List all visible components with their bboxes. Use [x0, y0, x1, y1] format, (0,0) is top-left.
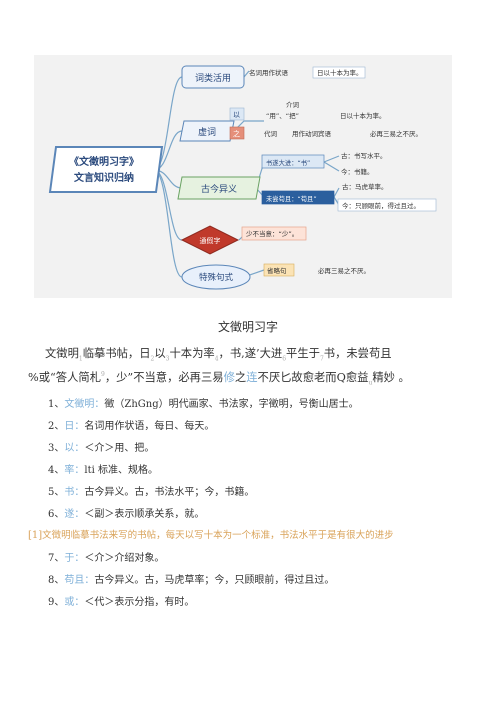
branch-word-class — [181, 65, 245, 89]
leaf-7: 今：只顾眼前，得过且过。 — [342, 201, 420, 210]
note-item-2: 2、日：名词用作状语，每日、每天。 — [48, 421, 215, 432]
center-line2: 文言知识归纳 — [74, 171, 134, 184]
branch-ancient-modern-label: 古今异义 — [201, 183, 237, 195]
note-item-1: 1、文徵明：徵（ZhGng）明代画家、书法家，字徵明，号衡山居士。 — [48, 399, 359, 410]
node-noun-adverbial: 名词用作状语 — [249, 68, 289, 77]
doc-title: 文徵明习字 — [217, 320, 278, 334]
note-item-6: 6、遂：＜副＞表示顺承关系，就。 — [48, 509, 205, 520]
branch-special — [181, 264, 251, 290]
meanings-zhi: 用作动词宾语 — [292, 129, 332, 138]
leaf-3: 必再三易之不厌。 — [370, 129, 422, 138]
footnote-translation: [1]文徵明临摹书法来写的书帖，每天以写十本为一个标准，书法水平于是有很大的进步 — [28, 530, 394, 541]
leaf-1: 日以十本为率。 — [317, 68, 363, 77]
leaf-6: 古：马虎草率。 — [342, 182, 388, 191]
mindmap-svg: 《文徵明习字》 文言知识归纳 词类活用 名词用作状语 日以十本为率。 虚词 以 … — [48, 65, 437, 290]
paragraph-line-2: %或“答人简札9，少”不当意，必再三易修之连不厌匕故愈老而Q愈益u精妙 。 — [28, 371, 410, 387]
branch-ancient-modern — [177, 176, 261, 200]
node-gouqie: 未尝苟且：“苟且” — [266, 194, 317, 203]
note-item-5: 5、书：古今异义。古，书法水平；今，书籍。 — [48, 487, 255, 498]
note-item-7: 7、于：＜介＞介绍对象。 — [48, 553, 165, 564]
note-item-4: 4、率：lti 标准、规格。 — [48, 465, 158, 476]
leaf-5: 今：书籍。 — [341, 167, 374, 176]
leaf-4: 古：书写水平。 — [341, 151, 387, 160]
branch-function-words-label: 虚词 — [198, 126, 216, 138]
leaf-2: 日以十本为率。 — [340, 111, 386, 120]
paragraph-line-1: 文徵明1临摹书帖，日2以3十本为率4，书,遂’大进6平生于7书，未尝苟且 — [45, 347, 392, 363]
node-ellipsis: 省略句 — [267, 266, 287, 275]
char-zhi: 之 — [233, 129, 240, 138]
node-shu: 书遂大进：“书” — [266, 158, 310, 167]
branch-word-class-label: 词类活用 — [195, 72, 231, 84]
meanings-yi: “用”、“把” — [266, 111, 299, 120]
char-yi: 以 — [233, 111, 240, 119]
note-item-3: 3、以：＜介＞用、把。 — [48, 443, 155, 454]
note-item-9: 9、或：＜代＞表示分指，有时。 — [48, 597, 195, 608]
sub-preposition: 介词 — [286, 101, 299, 109]
branch-special-label: 特殊句式 — [199, 272, 234, 283]
mindmap-image: 《文徵明习字》 文言知识归纳 词类活用 名词用作状语 日以十本为率。 虚词 以 … — [34, 55, 452, 298]
branch-tongjia-label: 通假字 — [200, 236, 221, 245]
note-item-8: 8、苟且：古今异义。古，马虎草率；今，只顾眼前，得过且过。 — [48, 575, 335, 586]
sub-pronoun: 代词 — [264, 129, 277, 138]
node-shao: 少不当意：“少”。 — [246, 229, 298, 238]
leaf-8: 必再三易之不厌。 — [318, 266, 370, 275]
branch-tongjia — [180, 225, 240, 255]
center-line1: 《文徵明习字》 — [69, 155, 139, 168]
branch-function-words — [179, 120, 235, 142]
center-node — [48, 146, 164, 193]
